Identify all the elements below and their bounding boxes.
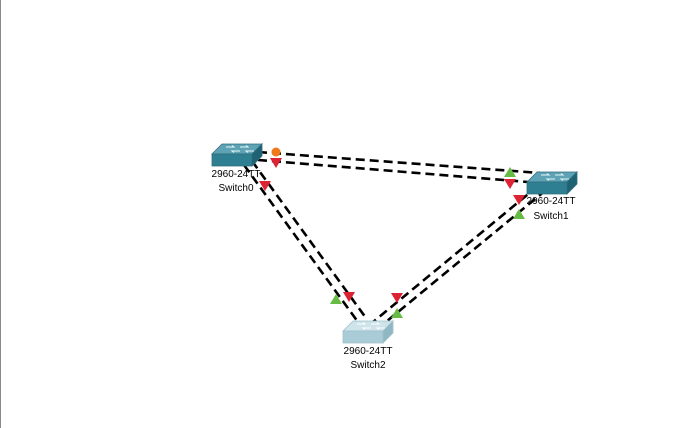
switch1-name-label: Switch1 [533,211,569,222]
link-down-triangle-icon [391,293,403,303]
switch1-model-label: 2960-24TT [526,196,576,207]
cable-line[interactable] [257,158,541,185]
port-indicators [259,147,525,318]
link-down-triangle-icon [504,179,516,189]
cable-line[interactable] [242,164,360,323]
link-down-triangle-icon [513,195,525,205]
cable-line[interactable] [250,160,368,319]
workspace-border [0,0,1,428]
switch0-name-label: Switch0 [218,183,254,194]
switch2-model-label: 2960-24TT [343,346,393,357]
switch2-name-label: Switch2 [350,360,386,371]
cable-switch0-switch2[interactable] [242,160,368,323]
link-up-triangle-icon [330,294,342,304]
link-down-triangle-icon [270,158,282,168]
cable-switch0-switch1[interactable] [257,150,541,185]
switch1-icon[interactable] [526,171,578,195]
switch0-icon[interactable] [211,143,263,167]
link-up-triangle-icon [513,209,525,219]
link-up-triangle-icon [391,308,403,318]
switch0-model-label: 2960-24TT [211,169,261,180]
cable-line[interactable] [257,150,541,175]
link-down-triangle-icon [259,181,271,191]
link-blocking-circle-icon [271,147,281,157]
cable-line[interactable] [372,184,539,324]
link-up-triangle-icon [504,167,516,177]
cable-switch1-switch2[interactable] [372,184,547,328]
switch2-icon[interactable] [342,320,394,344]
cable-line[interactable] [380,188,547,328]
link-down-triangle-icon [343,292,355,302]
